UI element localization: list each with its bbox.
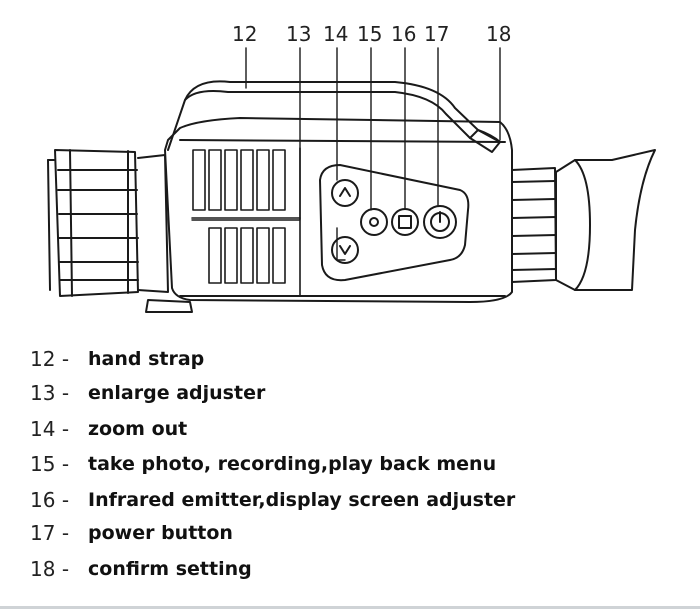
legend-item-13: 13 - enlarge adjuster [30,381,266,405]
callout-12: 12 [232,22,257,46]
callout-15: 15 [357,22,382,46]
legend-label: confirm setting [88,558,252,580]
legend-label: enlarge adjuster [88,382,266,404]
eyecup [555,149,656,291]
zoom-in-button [331,179,359,207]
legend-item-18: 18 - confirm setting [30,557,252,581]
photo-record-button [360,208,388,236]
legend-item-17: 17 - power button [30,521,233,545]
legend-label: hand strap [88,348,205,370]
legend-item-16: 16 - Infrared emitter,display screen adj… [30,488,516,512]
legend-item-15: 15 - take photo, recording,play back men… [30,452,497,476]
legend-label: Infrared emitter,display screen adjuster [88,489,516,511]
legend-label: take photo, recording,play back menu [88,453,497,475]
grip-ribs [191,147,301,297]
zoom-out-button [331,236,359,264]
power-button [423,205,457,239]
legend-label: power button [88,522,233,544]
ir-emitter-button [391,208,419,236]
button-panel [319,164,470,282]
legend-item-14: 14 - zoom out [30,417,188,441]
callout-16: 16 [391,22,416,46]
main-body [164,117,513,303]
bottom-divider [0,606,700,609]
callout-17: 17 [424,22,449,46]
callout-13: 13 [286,22,311,46]
leader-lines [191,47,501,261]
legend-item-12: 12 - hand strap [30,347,205,371]
callout-18: 18 [486,22,511,46]
night-vision-monocular-diagram: 12 13 14 15 16 17 18 [47,22,656,313]
front-lens-ring [47,149,139,297]
eyepiece-focus-ring [511,167,557,283]
legend-label: zoom out [88,418,188,440]
callout-14: 14 [323,22,348,46]
hand-strap [167,80,501,151]
